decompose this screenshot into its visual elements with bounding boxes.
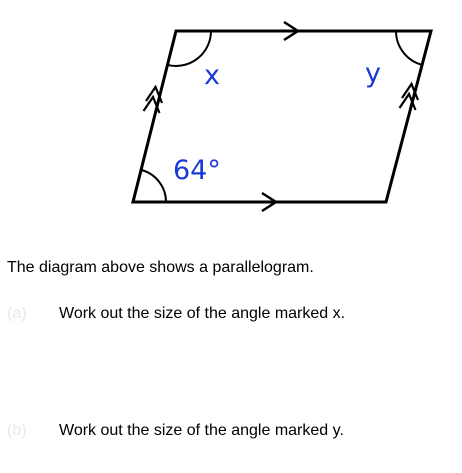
question-part-b: (b) Work out the size of the angle marked… bbox=[7, 422, 447, 440]
parallel-double-arrow-right bbox=[398, 81, 420, 111]
angle-label-64: 64° bbox=[173, 155, 221, 186]
part-a-letter: (a) bbox=[7, 305, 27, 322]
angle-arc-top-right bbox=[395, 30, 423, 66]
angle-arc-top-left bbox=[166, 30, 212, 67]
part-b-text: Work out the size of the angle marked y. bbox=[59, 422, 344, 439]
part-a-text: Work out the size of the angle marked x. bbox=[59, 305, 346, 322]
angle-label-x: x bbox=[204, 60, 220, 91]
parallelogram-diagram: x y 64° bbox=[131, 20, 433, 213]
question-part-a: (a) Work out the size of the angle marked… bbox=[7, 305, 447, 323]
parallel-double-arrow-left bbox=[142, 84, 164, 114]
angle-label-y: y bbox=[365, 58, 381, 89]
parallel-arrow-top bbox=[283, 20, 301, 42]
part-b-letter: (b) bbox=[7, 422, 27, 439]
parallel-arrow-bottom bbox=[261, 191, 279, 213]
angle-arc-bottom-left bbox=[141, 169, 168, 203]
intro-text: The diagram above shows a parallelogram. bbox=[7, 259, 314, 276]
parallelogram-shape bbox=[131, 29, 433, 204]
